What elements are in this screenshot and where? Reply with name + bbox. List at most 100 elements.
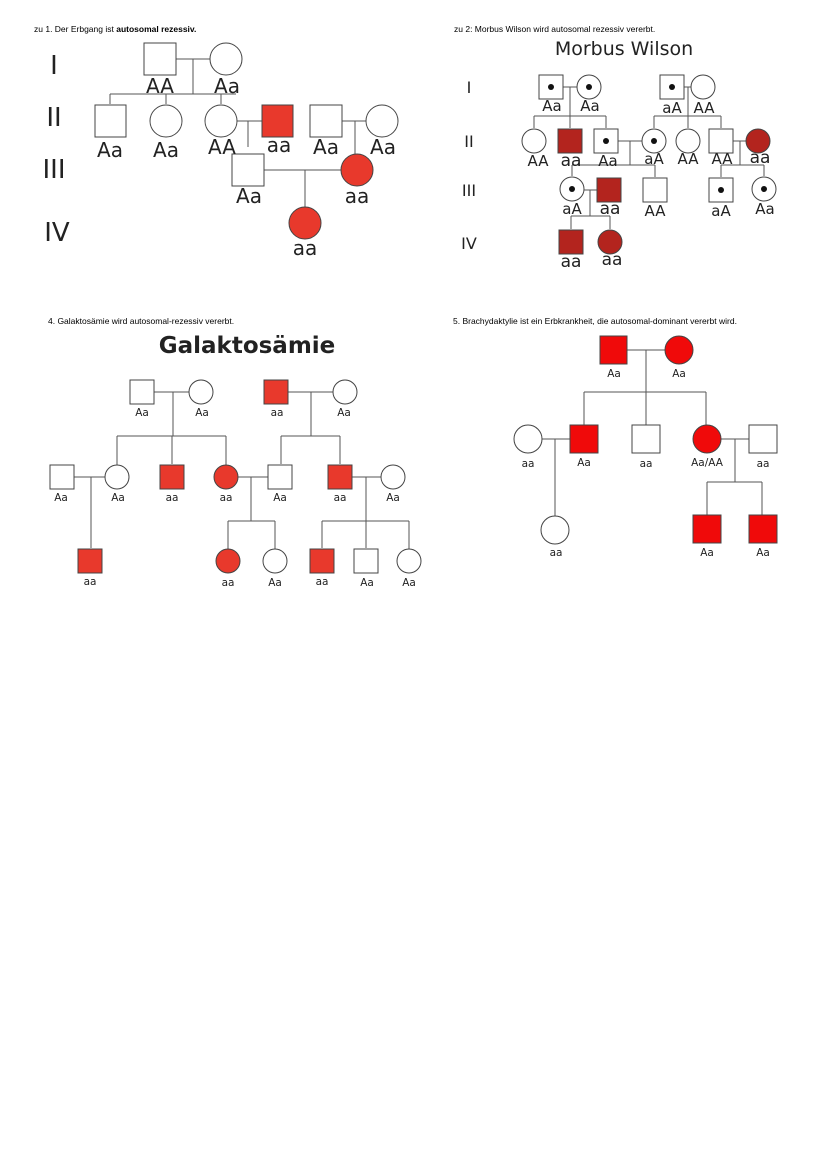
p4-male-I3 xyxy=(263,379,289,405)
p1-male-II4 xyxy=(261,104,294,138)
p2-carrier-dot-I3 xyxy=(669,84,675,90)
caption-pedigree-2: zu 2: Morbus Wilson wird autosomal rezes… xyxy=(454,24,656,34)
p4-female-II2 xyxy=(104,464,130,490)
p5-genotype-II2: Aa xyxy=(577,457,591,469)
p2-genotype-IV2: aa xyxy=(602,250,623,270)
p2-carrier-dot-I2 xyxy=(586,84,592,90)
pedigree-4: Galaktosämie xyxy=(49,333,422,589)
p2-carrier-dot-II4 xyxy=(651,138,657,144)
p1-female-II2 xyxy=(149,104,183,138)
p4-genotype-III4: aa xyxy=(316,576,329,588)
p4-female-II4 xyxy=(213,464,239,490)
p4-female-I4 xyxy=(332,379,358,405)
p2-genotype-III5: Aa xyxy=(755,200,774,218)
p2-male-II6 xyxy=(708,128,734,154)
generation-label-III: III xyxy=(42,155,65,185)
p1-genotype-II3: AA xyxy=(208,135,236,159)
generation-label-IV: IV xyxy=(44,218,70,248)
p2-male-II2 xyxy=(557,128,583,154)
p4-female-III2 xyxy=(215,548,241,574)
p5-male-I1 xyxy=(599,335,628,365)
p2-carrier-dot-III4 xyxy=(718,187,724,193)
p1-female-III2 xyxy=(340,153,374,187)
p4-male-III1 xyxy=(77,548,103,574)
caption-pedigree-1: zu 1. Der Erbgang ist autosomal rezessiv… xyxy=(34,24,196,34)
p1-female-I2 xyxy=(209,42,243,76)
p2-genotype-II2: aa xyxy=(561,151,582,171)
p4-female-III6 xyxy=(396,548,422,574)
p2-male-IV1 xyxy=(558,229,584,255)
p4-title: Galaktosämie xyxy=(159,333,336,359)
p2-genotype-I4: AA xyxy=(694,99,716,117)
p1-genotype-I1: AA xyxy=(146,74,174,98)
p1-male-I1 xyxy=(143,42,177,76)
p4-genotype-I4: Aa xyxy=(337,407,351,419)
p2-female-I4 xyxy=(690,74,716,100)
caption-pedigree-5: 5. Brachydaktylie ist ein Erbkrankheit, … xyxy=(453,316,737,326)
p1-genotype-II4: aa xyxy=(267,133,292,157)
p5-genotype-III2: Aa xyxy=(700,547,714,559)
pedigree-5-lines xyxy=(542,349,763,516)
p1-genotype-II1: Aa xyxy=(97,138,123,162)
p2-carrier-dot-II3 xyxy=(603,138,609,144)
pedigree-5: Aa Aa aa Aa aa Aa/AA aa aa Aa Aa xyxy=(513,335,778,559)
p1-male-II1 xyxy=(94,104,127,138)
p4-male-III5 xyxy=(353,548,379,574)
generation-label-II: II xyxy=(46,103,61,133)
p4-genotype-I2: Aa xyxy=(195,407,209,419)
caption-pedigree-4: 4. Galaktosämie wird autosomal-rezessiv … xyxy=(48,316,235,326)
p4-male-I1 xyxy=(129,379,155,405)
p2-genotype-II5: AA xyxy=(678,150,700,168)
pedigree-4-lines xyxy=(74,391,410,549)
p5-female-III1 xyxy=(540,515,570,545)
caption-1-text: zu 1. Der Erbgang ist xyxy=(34,24,117,34)
p4-male-II3 xyxy=(159,464,185,490)
p2-genotype-II4: aA xyxy=(644,150,664,168)
p4-genotype-I3: aa xyxy=(271,407,284,419)
p5-male-II2 xyxy=(569,424,599,454)
p2-title: Morbus Wilson xyxy=(555,38,693,60)
p5-male-II3 xyxy=(631,424,661,454)
p1-female-II3 xyxy=(204,104,238,138)
p4-male-II5 xyxy=(267,464,293,490)
p2-genotype-IV1: aa xyxy=(561,252,582,272)
p4-genotype-III1: aa xyxy=(84,576,97,588)
p4-male-III4 xyxy=(309,548,335,574)
p1-male-III1 xyxy=(231,153,265,187)
p4-genotype-II7: Aa xyxy=(386,492,400,504)
p2-male-III3 xyxy=(642,177,668,203)
p2-genotype-II7: aa xyxy=(750,148,771,168)
p5-genotype-I2: Aa xyxy=(672,368,686,380)
p2-generation-IV: IV xyxy=(461,234,477,253)
p4-female-II7 xyxy=(380,464,406,490)
p4-female-III3 xyxy=(262,548,288,574)
p4-genotype-III6: Aa xyxy=(402,577,416,589)
p1-female-II6 xyxy=(365,104,399,138)
p4-genotype-II6: aa xyxy=(334,492,347,504)
p4-genotype-II1: Aa xyxy=(54,492,68,504)
p2-carrier-dot-III1 xyxy=(569,186,575,192)
p2-generation-II: II xyxy=(464,132,473,151)
p5-genotype-II1: aa xyxy=(522,458,535,470)
p5-male-III3 xyxy=(748,514,778,544)
caption-1-bold: autosomal rezessiv. xyxy=(116,24,197,34)
p4-genotype-II2: Aa xyxy=(111,492,125,504)
p2-genotype-II6: AA xyxy=(712,150,734,168)
p1-genotype-I2: Aa xyxy=(214,74,240,98)
p4-female-I2 xyxy=(188,379,214,405)
p2-female-II7 xyxy=(745,128,771,154)
p5-genotype-II5: aa xyxy=(757,458,770,470)
p2-genotype-III1: aA xyxy=(562,200,582,218)
p2-genotype-III3: AA xyxy=(645,202,667,220)
p2-carrier-dot-III5 xyxy=(761,186,767,192)
p4-genotype-II3: aa xyxy=(166,492,179,504)
pedigree-1: I II III IV xyxy=(42,42,399,260)
pedigree-1-lines xyxy=(109,58,366,207)
p2-female-II5 xyxy=(675,128,701,154)
p2-generation-III: III xyxy=(462,181,476,200)
p2-genotype-III2: aa xyxy=(600,199,621,219)
p2-genotype-III4: aA xyxy=(711,202,731,220)
p2-female-IV2 xyxy=(597,229,623,255)
p1-male-II5 xyxy=(309,104,343,138)
